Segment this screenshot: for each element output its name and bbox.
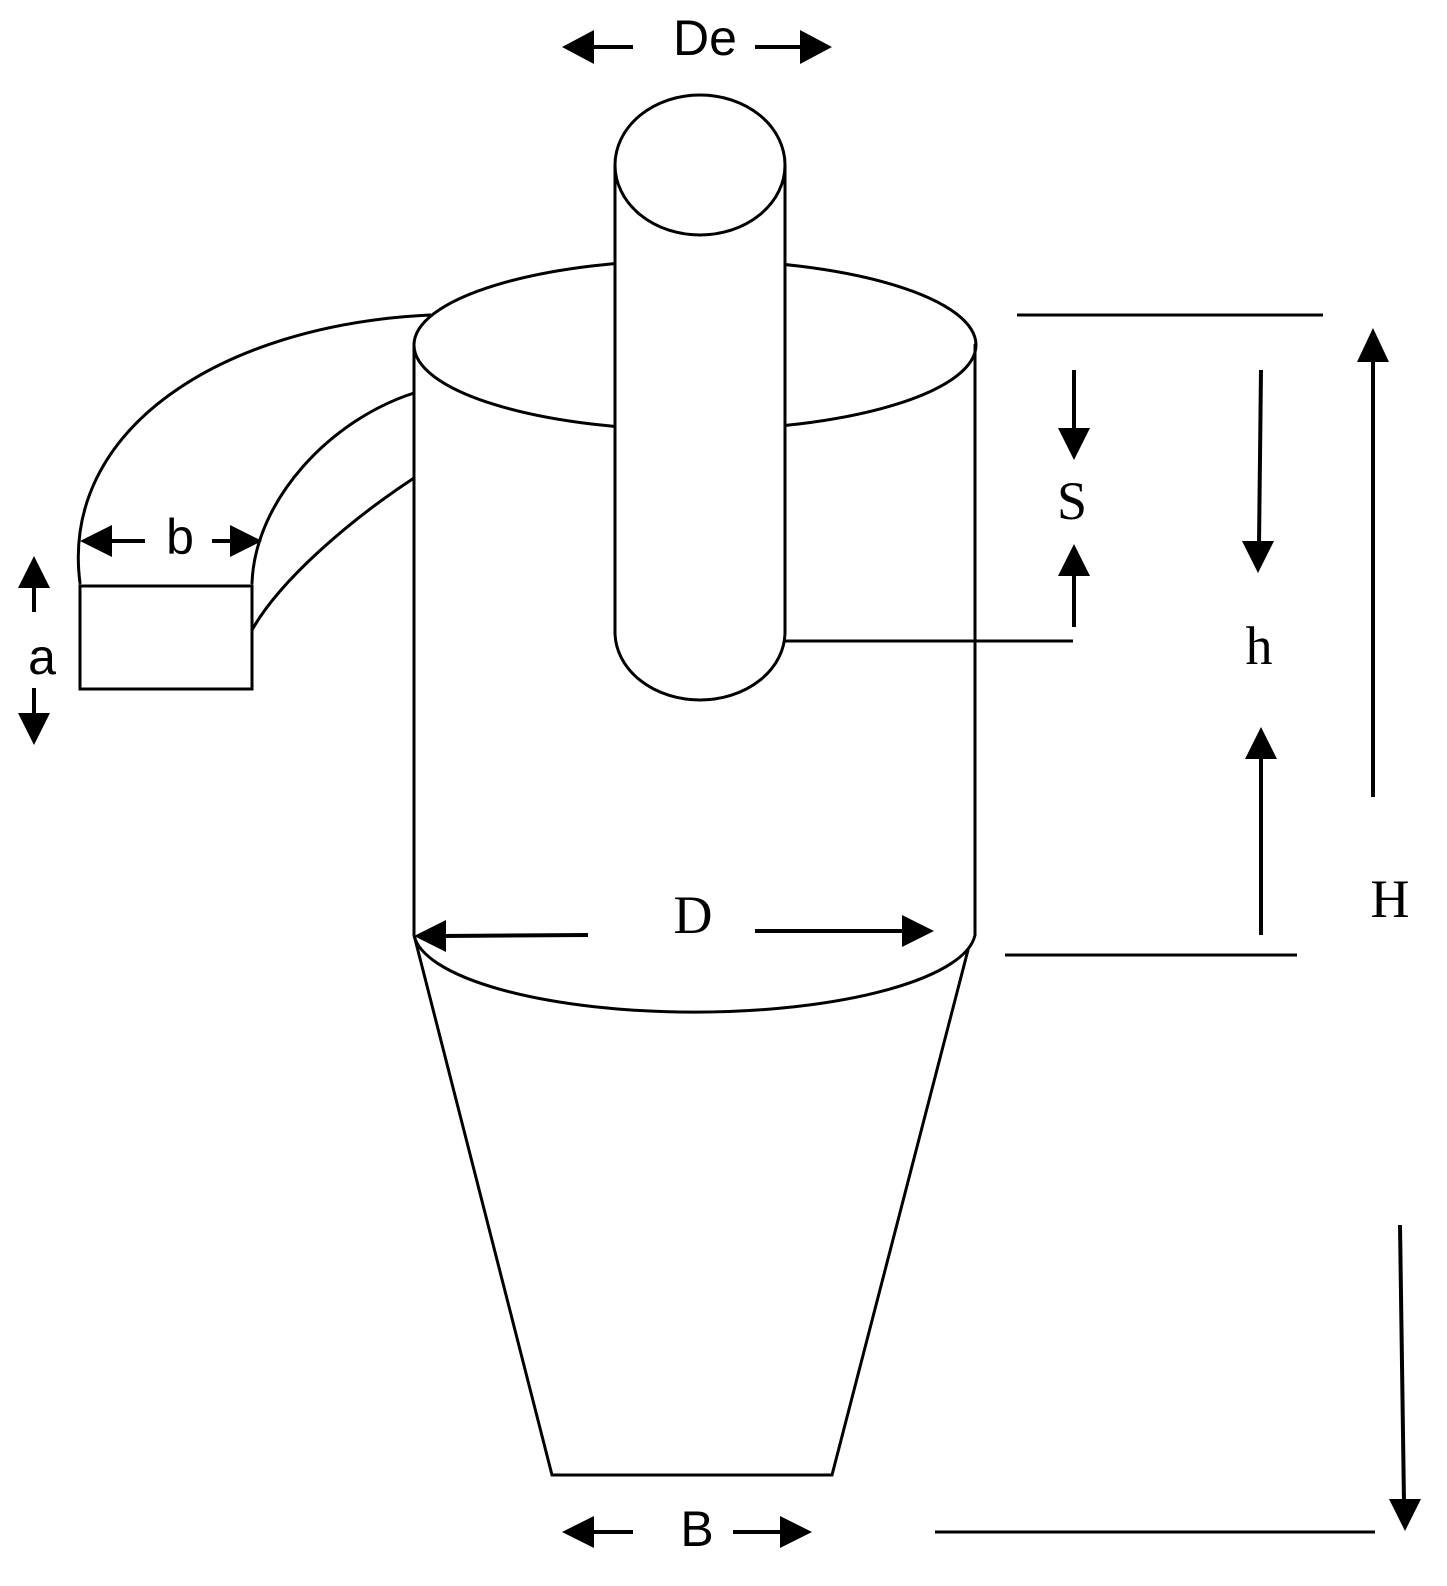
label-b: b (166, 509, 194, 565)
dimension-h: h (1242, 369, 1277, 935)
label-D: D (674, 885, 713, 945)
label-h: h (1246, 616, 1273, 676)
dimension-De: De (562, 10, 832, 66)
dimension-S: S (1057, 370, 1090, 627)
dimension-b: b (80, 509, 262, 565)
dimension-D: D (414, 885, 934, 952)
cylinder-bottom (412, 933, 977, 1014)
label-B: B (680, 1501, 713, 1557)
label-De: De (673, 10, 737, 66)
outlet-tube-top (613, 93, 787, 237)
label-H: H (1371, 869, 1410, 929)
dimension-B: B (562, 1501, 812, 1557)
inlet-opening (78, 584, 254, 691)
label-a: a (28, 629, 56, 685)
dimension-a: a (18, 556, 56, 745)
label-S: S (1057, 471, 1087, 531)
dimension-H: H (1357, 328, 1421, 1531)
outlet-tube (613, 93, 787, 702)
reference-lines (785, 313, 1375, 1534)
inlet-duct (76, 313, 432, 691)
cone-body (412, 933, 970, 1477)
